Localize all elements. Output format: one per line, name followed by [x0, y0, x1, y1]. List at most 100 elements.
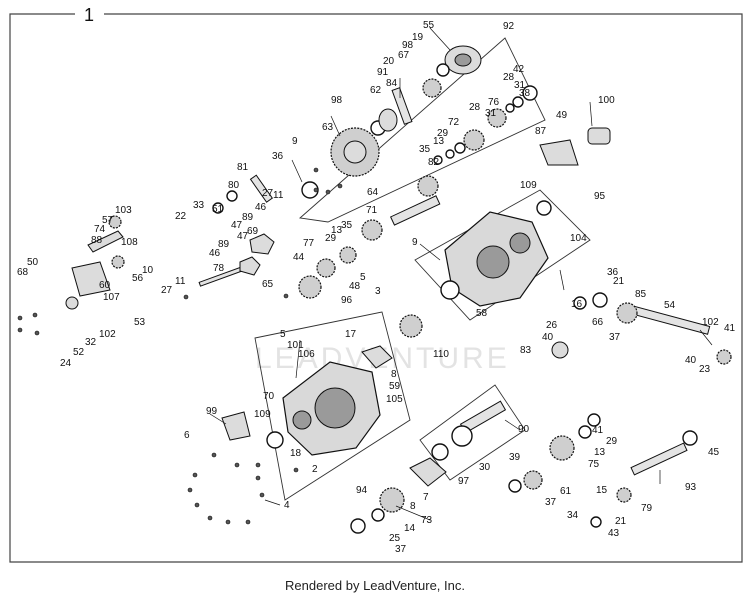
part-callout: 72 — [448, 117, 460, 128]
part-callout: 14 — [404, 523, 416, 534]
part-callout: 8 — [410, 501, 416, 512]
figure-number: 1 — [84, 5, 94, 25]
gear-73 — [379, 487, 405, 513]
seal-37 — [573, 296, 587, 310]
group-outline-92 — [298, 37, 546, 223]
ring-39 — [451, 425, 473, 447]
input-shaft — [389, 195, 441, 226]
part-callout: 37 — [395, 544, 407, 555]
part-callout: 40 — [685, 355, 697, 366]
part-callout: 83 — [520, 345, 532, 356]
part-callout: 65 — [262, 279, 274, 290]
part-callout: 2 — [312, 464, 318, 475]
washer-31 — [505, 103, 515, 113]
part-callout: 81 — [237, 162, 249, 173]
part-callout: 78 — [213, 263, 225, 274]
shaft-93 — [630, 442, 688, 476]
gear-72 — [463, 129, 485, 151]
part-callout: 28 — [503, 72, 515, 83]
fastener-set — [17, 167, 343, 525]
group-outline-95 — [414, 189, 591, 321]
part-callout: 17 — [345, 329, 357, 340]
part-callout: 77 — [303, 238, 315, 249]
part-callout: 48 — [349, 281, 361, 292]
part-callout: 68 — [17, 267, 29, 278]
part-callout: 55 — [423, 20, 435, 31]
part-callout: 64 — [367, 187, 379, 198]
part-callout: 109 — [254, 409, 271, 420]
part-callout: 57 — [102, 215, 114, 226]
part-callout: 44 — [293, 252, 305, 263]
part-callout: 74 — [94, 224, 106, 235]
washer-29 — [454, 142, 466, 154]
part-callout: 20 — [383, 56, 395, 67]
linkage-bracket-53 — [71, 261, 111, 297]
part-callout: 73 — [421, 515, 433, 526]
part-callout: 19 — [412, 32, 424, 43]
part-callout: 40 — [542, 332, 554, 343]
part-callout: 27 — [161, 285, 173, 296]
gear-77 — [339, 246, 357, 264]
part-callout: 37 — [609, 332, 621, 343]
part-callout: 56 — [132, 273, 144, 284]
part-callout: 30 — [479, 462, 491, 473]
part-callout: 33 — [193, 200, 205, 211]
housing-bore-2 — [509, 232, 531, 254]
part-callout: 50 — [27, 257, 39, 268]
part-callout: 88 — [91, 235, 103, 246]
collar-51 — [212, 202, 224, 214]
part-callout: 21 — [615, 516, 627, 527]
part-callout: 41 — [724, 323, 736, 334]
footer-credit: Rendered by LeadVenture, Inc. — [285, 578, 465, 593]
leader-lines — [209, 27, 713, 521]
shift-fork-46 — [249, 233, 275, 255]
motor-102 — [65, 296, 79, 310]
differential-case — [378, 108, 398, 132]
part-callout: 37 — [545, 497, 557, 508]
part-callout: 102 — [702, 317, 719, 328]
part-callout: 34 — [567, 510, 579, 521]
part-callout: 110 — [433, 349, 449, 360]
part-callout: 93 — [685, 482, 697, 493]
part-callout: 23 — [699, 364, 711, 375]
part-callout: 70 — [263, 391, 275, 402]
linkage-arm-108 — [87, 230, 124, 253]
part-callout: 103 — [115, 205, 132, 216]
part-callout: 94 — [356, 485, 368, 496]
part-callout: 5 — [280, 329, 286, 340]
part-callout: 16 — [571, 299, 583, 310]
part-callout: 97 — [458, 476, 470, 487]
part-callout: 80 — [228, 180, 240, 191]
part-callout: 98 — [331, 95, 343, 106]
washer-13 — [445, 149, 455, 159]
bearing-28 — [512, 96, 524, 108]
part-callout: 11 — [273, 190, 284, 201]
part-callout: 21 — [613, 276, 625, 287]
part-callout: 101 — [287, 340, 304, 351]
part-callout: 84 — [386, 78, 398, 89]
pinion-shaft — [391, 87, 413, 125]
part-callout: 47 — [237, 231, 249, 242]
part-callout: 35 — [341, 220, 353, 231]
part-callout: 13 — [433, 136, 445, 147]
part-callout: 87 — [535, 126, 547, 137]
gear-82 — [417, 175, 439, 197]
part-callout: 9 — [292, 136, 298, 147]
shift-fork-89 — [239, 256, 261, 276]
part-callout: 100 — [598, 95, 615, 106]
part-callout: 96 — [341, 295, 353, 306]
gear-79 — [616, 487, 632, 503]
part-callout: 104 — [570, 233, 587, 244]
sleeve-gear-65 — [298, 275, 322, 299]
pinion-gear — [422, 78, 442, 98]
part-callout: 24 — [60, 358, 72, 369]
seal-36b — [440, 280, 460, 300]
part-callout: 76 — [488, 97, 500, 108]
gear-61 — [523, 470, 543, 490]
part-callout: 105 — [386, 394, 403, 405]
part-callout: 59 — [389, 381, 401, 392]
diagram-frame — [9, 13, 743, 563]
ring-37-lower — [350, 518, 366, 534]
part-callout: 106 — [298, 349, 315, 360]
